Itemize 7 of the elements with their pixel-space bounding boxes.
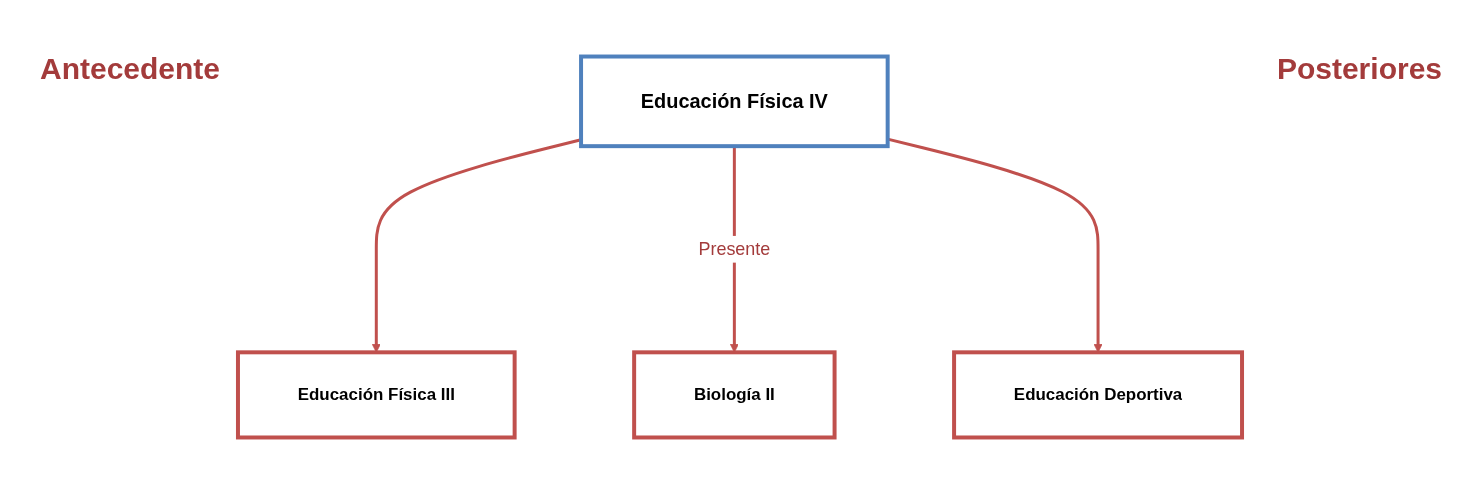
heading-label: Posteriores <box>1276 52 1442 86</box>
node-box: Educación Física IV <box>579 54 890 149</box>
node-box: Educación Deportiva <box>952 350 1244 440</box>
node-box: Educación Física III <box>236 350 517 440</box>
node-box: Biología II <box>632 350 837 440</box>
edge-label: Presente <box>698 238 771 259</box>
heading-label: Antecedente <box>40 52 221 86</box>
